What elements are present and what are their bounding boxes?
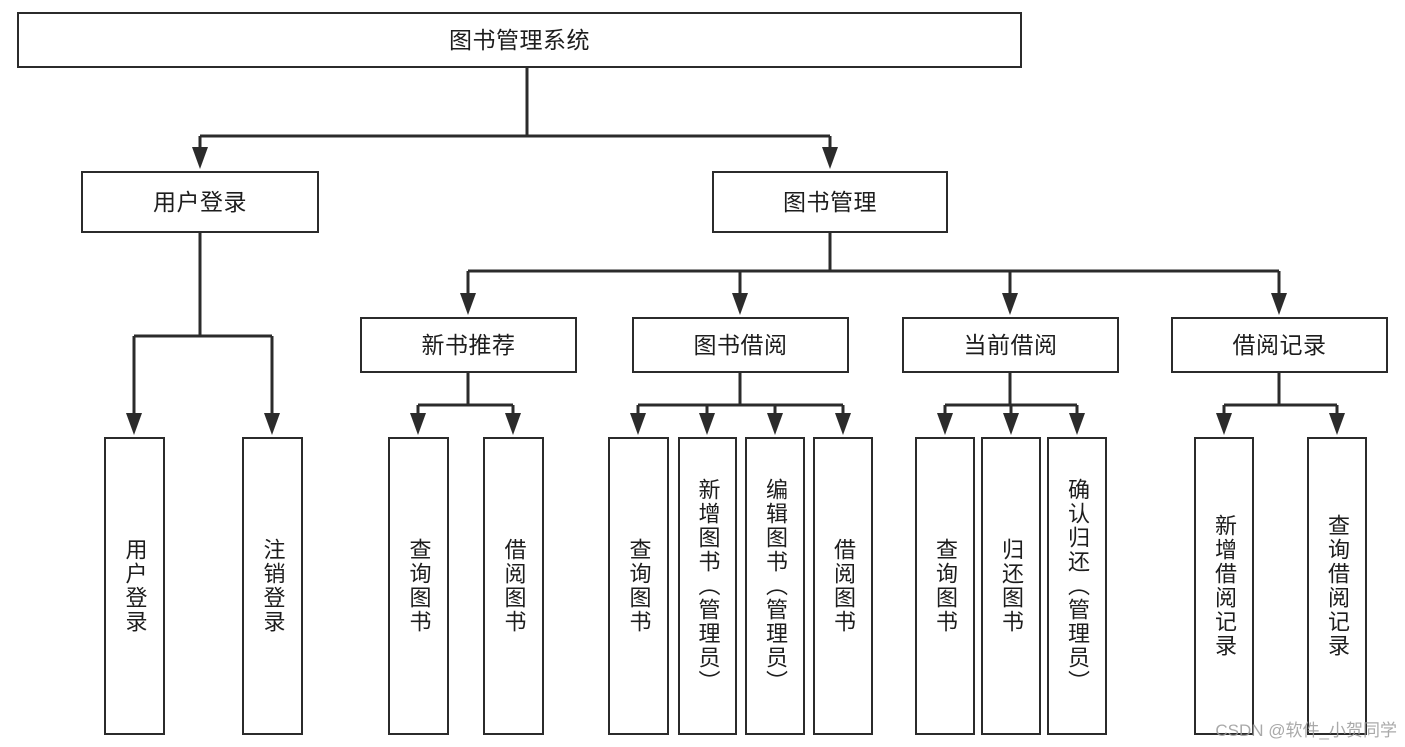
node-label-book-borrow: 图书借阅	[693, 331, 788, 358]
node-label-leaf-query-book-3: 查询图书	[933, 538, 958, 634]
node-leaf-edit-book-admin[interactable]: 编辑图书（管理员）	[745, 437, 805, 735]
node-label-root: 图书管理系统	[449, 26, 590, 53]
node-leaf-borrow-book-borrow[interactable]: 借阅图书	[813, 437, 873, 735]
node-label-leaf-add-book: 新增图书（管理员）	[695, 478, 721, 694]
node-user-login[interactable]: 用户登录	[81, 171, 319, 233]
connector-new-book-rec-to-leaves	[410, 373, 521, 435]
node-leaf-query-book-recommend[interactable]: 查询图书	[388, 437, 449, 735]
connector-book-manage-to-level3	[460, 233, 1287, 315]
node-label-new-book-recommend: 新书推荐	[421, 331, 516, 358]
node-label-leaf-confirm-return: 确认归还（管理员）	[1065, 478, 1090, 694]
node-leaf-add-book-admin[interactable]: 新增图书（管理员）	[678, 437, 737, 735]
node-leaf-user-login[interactable]: 用户登录	[104, 437, 165, 735]
node-label-book-manage: 图书管理	[783, 188, 877, 215]
connector-user-login-to-leaves	[126, 233, 280, 435]
node-borrow-record[interactable]: 借阅记录	[1171, 317, 1388, 373]
node-book-borrow[interactable]: 图书借阅	[632, 317, 849, 373]
node-label-leaf-borrow-book-1: 借阅图书	[501, 538, 527, 634]
node-current-borrow[interactable]: 当前借阅	[902, 317, 1119, 373]
connector-root-to-level2	[192, 68, 838, 169]
connector-borrow-record-to-leaves	[1216, 373, 1345, 435]
node-leaf-query-book-current[interactable]: 查询图书	[915, 437, 975, 735]
node-label-leaf-query-book-2: 查询图书	[626, 538, 652, 634]
node-leaf-confirm-return-admin[interactable]: 确认归还（管理员）	[1047, 437, 1107, 735]
node-label-leaf-borrow-book-2: 借阅图书	[831, 538, 856, 634]
node-label-leaf-user-login: 用户登录	[122, 538, 148, 634]
node-leaf-user-logout[interactable]: 注销登录	[242, 437, 303, 735]
node-label-leaf-edit-book: 编辑图书（管理员）	[763, 478, 788, 694]
node-label-leaf-query-record: 查询借阅记录	[1325, 514, 1350, 658]
node-leaf-borrow-book-recommend[interactable]: 借阅图书	[483, 437, 544, 735]
connector-book-borrow-to-leaves	[630, 373, 851, 435]
node-label-borrow-record: 借阅记录	[1232, 331, 1327, 358]
node-label-leaf-query-book-1: 查询图书	[406, 538, 432, 634]
node-label-leaf-return-book: 归还图书	[999, 538, 1024, 634]
node-leaf-add-borrow-record[interactable]: 新增借阅记录	[1194, 437, 1254, 735]
node-label-user-login: 用户登录	[153, 188, 247, 215]
node-label-leaf-add-record: 新增借阅记录	[1212, 514, 1237, 658]
node-root-system[interactable]: 图书管理系统	[17, 12, 1022, 68]
node-leaf-query-borrow-record[interactable]: 查询借阅记录	[1307, 437, 1367, 735]
node-new-book-recommend[interactable]: 新书推荐	[360, 317, 577, 373]
watermark-credit: CSDN @软件_小贺同学	[1215, 721, 1397, 740]
node-leaf-return-book[interactable]: 归还图书	[981, 437, 1041, 735]
node-book-manage[interactable]: 图书管理	[712, 171, 948, 233]
node-leaf-query-book-borrow[interactable]: 查询图书	[608, 437, 669, 735]
node-label-leaf-user-logout: 注销登录	[260, 538, 286, 634]
connector-current-borrow-to-leaves	[937, 373, 1085, 435]
node-label-current-borrow: 当前借阅	[963, 331, 1058, 358]
